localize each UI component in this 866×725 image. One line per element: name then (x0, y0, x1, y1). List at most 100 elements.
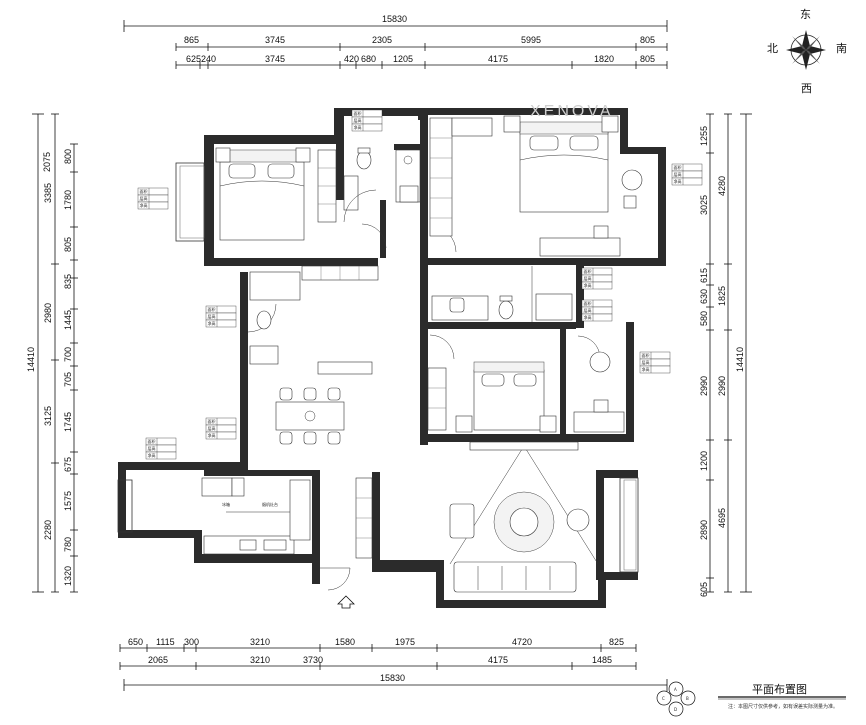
dim-left-total: 14410 (26, 347, 36, 372)
dining-chair (327, 387, 341, 401)
dim-right-inner-8: 605 (699, 582, 709, 597)
dim-bot1-2: 300 (184, 637, 199, 647)
dining-table (275, 401, 345, 431)
dim-left-outer-0: 3385 (43, 183, 53, 203)
dim-left-outer-3: 2280 (43, 520, 53, 540)
compass-south: 南 (836, 42, 847, 55)
dim-right-inner-6: 1200 (699, 451, 709, 471)
dim-left-inner-11: 780 (63, 537, 73, 552)
kitchen-balcony (117, 479, 133, 533)
top-dimensions: 15830 865 3745 2305 5995 805 625 240 374… (123, 14, 668, 69)
room-tag-label: 净高 (642, 366, 650, 372)
dim-right-inner-5: 2990 (699, 376, 709, 396)
dim-right-total: 14410 (735, 347, 745, 372)
stamp-a: A (674, 687, 677, 692)
room-tag-label: 层高 (140, 195, 148, 201)
dim-bot2-1: 3210 (250, 655, 270, 665)
entrance-arrow-icon (337, 595, 355, 609)
room-tag-label: 面积 (208, 306, 216, 312)
armchair (566, 508, 590, 532)
room-tag-label: 面积 (354, 110, 362, 116)
dim-bot1-7: 825 (609, 637, 624, 647)
dim-left-inner-9: 675 (63, 457, 73, 472)
dim-top2-1: 240 (201, 54, 216, 64)
room-tag-label: 面积 (674, 164, 682, 170)
armchair (589, 351, 611, 373)
dining-area (275, 265, 379, 445)
room-tag-label: 层高 (354, 117, 362, 123)
toilet (356, 150, 372, 170)
watermark-logo: XENOVA (530, 103, 614, 120)
room-tag-label: 面积 (148, 438, 156, 444)
left-dimensions: 14410 3385 2980 3125 2280 800 2075 1780 … (26, 113, 78, 593)
dim-left-outer-1: 2980 (43, 303, 53, 323)
room-tag-label: 净高 (354, 124, 362, 130)
dim-left-inner-10: 1575 (63, 491, 73, 511)
dim-right-inner-3: 630 (699, 289, 709, 304)
compass-west: 西 (801, 82, 812, 95)
compass-north: 北 (767, 42, 778, 55)
dim-top1-0: 865 (184, 35, 199, 45)
dim-left-inner-0: 800 (63, 149, 73, 164)
room-tag-label: 面积 (208, 418, 216, 424)
dim-left-inner-5: 1445 (63, 310, 73, 330)
title-block: A B C D 平面布置图 注：本图尺寸仅供参考，如有误差实际测量为准。 (656, 681, 846, 717)
room-tag-label: 层高 (642, 359, 650, 365)
dim-top2-5: 1205 (393, 54, 413, 64)
room-tag-label: 层高 (208, 313, 216, 319)
right-dimensions: 14410 4280 1825 2990 4695 1255 3025 615 … (699, 113, 752, 597)
sofa (453, 561, 577, 593)
dim-right-inner-2: 615 (699, 268, 709, 283)
room-tag-label: 净高 (208, 320, 216, 326)
room-tag-label: 面积 (584, 268, 592, 274)
room-tag-label: 层高 (674, 171, 682, 177)
fridge (201, 477, 233, 497)
dim-right-inner-4: 580 (699, 311, 709, 326)
dining-chair (303, 431, 317, 445)
room-tag-label: 净高 (140, 202, 148, 208)
dim-left-inner-7: 705 (63, 372, 73, 387)
dim-right-inner-7: 2890 (699, 520, 709, 540)
dim-bot1-3: 3210 (250, 637, 270, 647)
drawing-note: 注：本图尺寸仅供参考，如有误差实际测量为准。 (728, 703, 838, 710)
compass-east: 东 (800, 8, 811, 21)
desk (539, 237, 621, 257)
kitchen: 冰箱 烟机灶台 (201, 477, 373, 559)
bedroom-west (215, 147, 337, 241)
bathroom-center (431, 266, 573, 322)
room-tag-label: 层高 (584, 275, 592, 281)
room-tag-label: 面积 (140, 188, 148, 194)
dim-top2-6: 4175 (488, 54, 508, 64)
dim-bottom-total: 15830 (380, 673, 405, 683)
room-tag-label: 层高 (208, 425, 216, 431)
washbasin (249, 345, 279, 365)
dim-left-inner-1: 2075 (42, 152, 52, 172)
counter-side (289, 479, 311, 541)
dim-right-outer-1: 1825 (717, 286, 727, 306)
dim-top1-4: 805 (640, 35, 655, 45)
dim-bot1-0: 650 (128, 637, 143, 647)
drawing-title: 平面布置图 (752, 683, 807, 696)
dim-left-outer-2: 3125 (43, 406, 53, 426)
dim-bot1-5: 1975 (395, 637, 415, 647)
dim-left-inner-6: 700 (63, 347, 73, 362)
nightstand (215, 147, 231, 163)
dim-top2-0: 625 (186, 54, 201, 64)
wardrobe (429, 117, 453, 237)
room-tag-label: 层高 (148, 445, 156, 451)
room-tag-label: 面积 (584, 300, 592, 306)
dim-top1-3: 5995 (521, 35, 541, 45)
dim-top2-7: 1820 (594, 54, 614, 64)
nightstand (503, 115, 521, 133)
cabinet (451, 117, 493, 137)
compass-rose: 东 南 西 北 (767, 8, 847, 95)
armchair (621, 169, 643, 191)
dining-chair (327, 431, 341, 445)
living-room (449, 441, 599, 593)
dining-chair (303, 387, 317, 401)
